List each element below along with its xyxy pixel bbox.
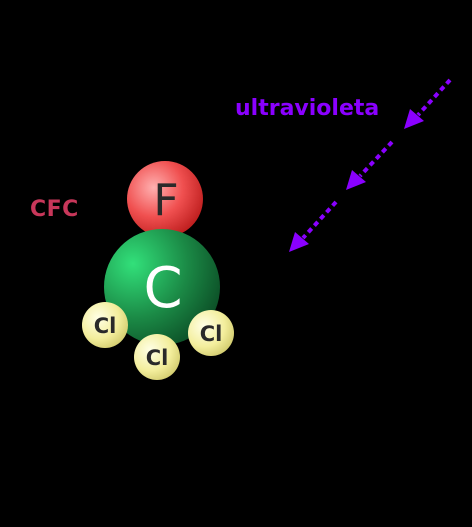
chlorine-atom-bottom: Cl: [134, 334, 180, 380]
uv-ray-line: [301, 200, 338, 240]
cfc-molecule: F C Cl Cl Cl: [82, 161, 234, 380]
ultraviolet-label: ultravioleta: [235, 96, 380, 121]
uv-arrowhead: [404, 109, 424, 129]
uv-ray-line: [416, 78, 452, 117]
uv-ray-2: [346, 140, 394, 190]
chlorine-sphere: [82, 302, 128, 348]
uv-ray-line: [358, 140, 394, 178]
chlorine-sphere: [134, 334, 180, 380]
chlorine-symbol: Cl: [200, 322, 223, 346]
uv-ray-1: [404, 78, 452, 129]
chlorine-atom-left: Cl: [82, 302, 128, 348]
carbon-symbol: C: [143, 256, 182, 321]
carbon-sphere: [104, 229, 220, 345]
uv-arrowhead: [289, 232, 309, 252]
carbon-atom: C: [104, 229, 220, 345]
chlorine-symbol: Cl: [94, 314, 117, 338]
uv-ray-3: [289, 200, 338, 252]
uv-rays: [289, 78, 452, 252]
chlorine-atom-right: Cl: [188, 310, 234, 356]
fluorine-symbol: F: [153, 175, 178, 226]
fluorine-sphere: [127, 161, 203, 237]
fluorine-atom: F: [127, 161, 203, 237]
uv-arrowhead: [346, 170, 366, 190]
chlorine-sphere: [188, 310, 234, 356]
cfc-label: CFC: [30, 197, 79, 222]
chlorine-symbol: Cl: [146, 346, 169, 370]
